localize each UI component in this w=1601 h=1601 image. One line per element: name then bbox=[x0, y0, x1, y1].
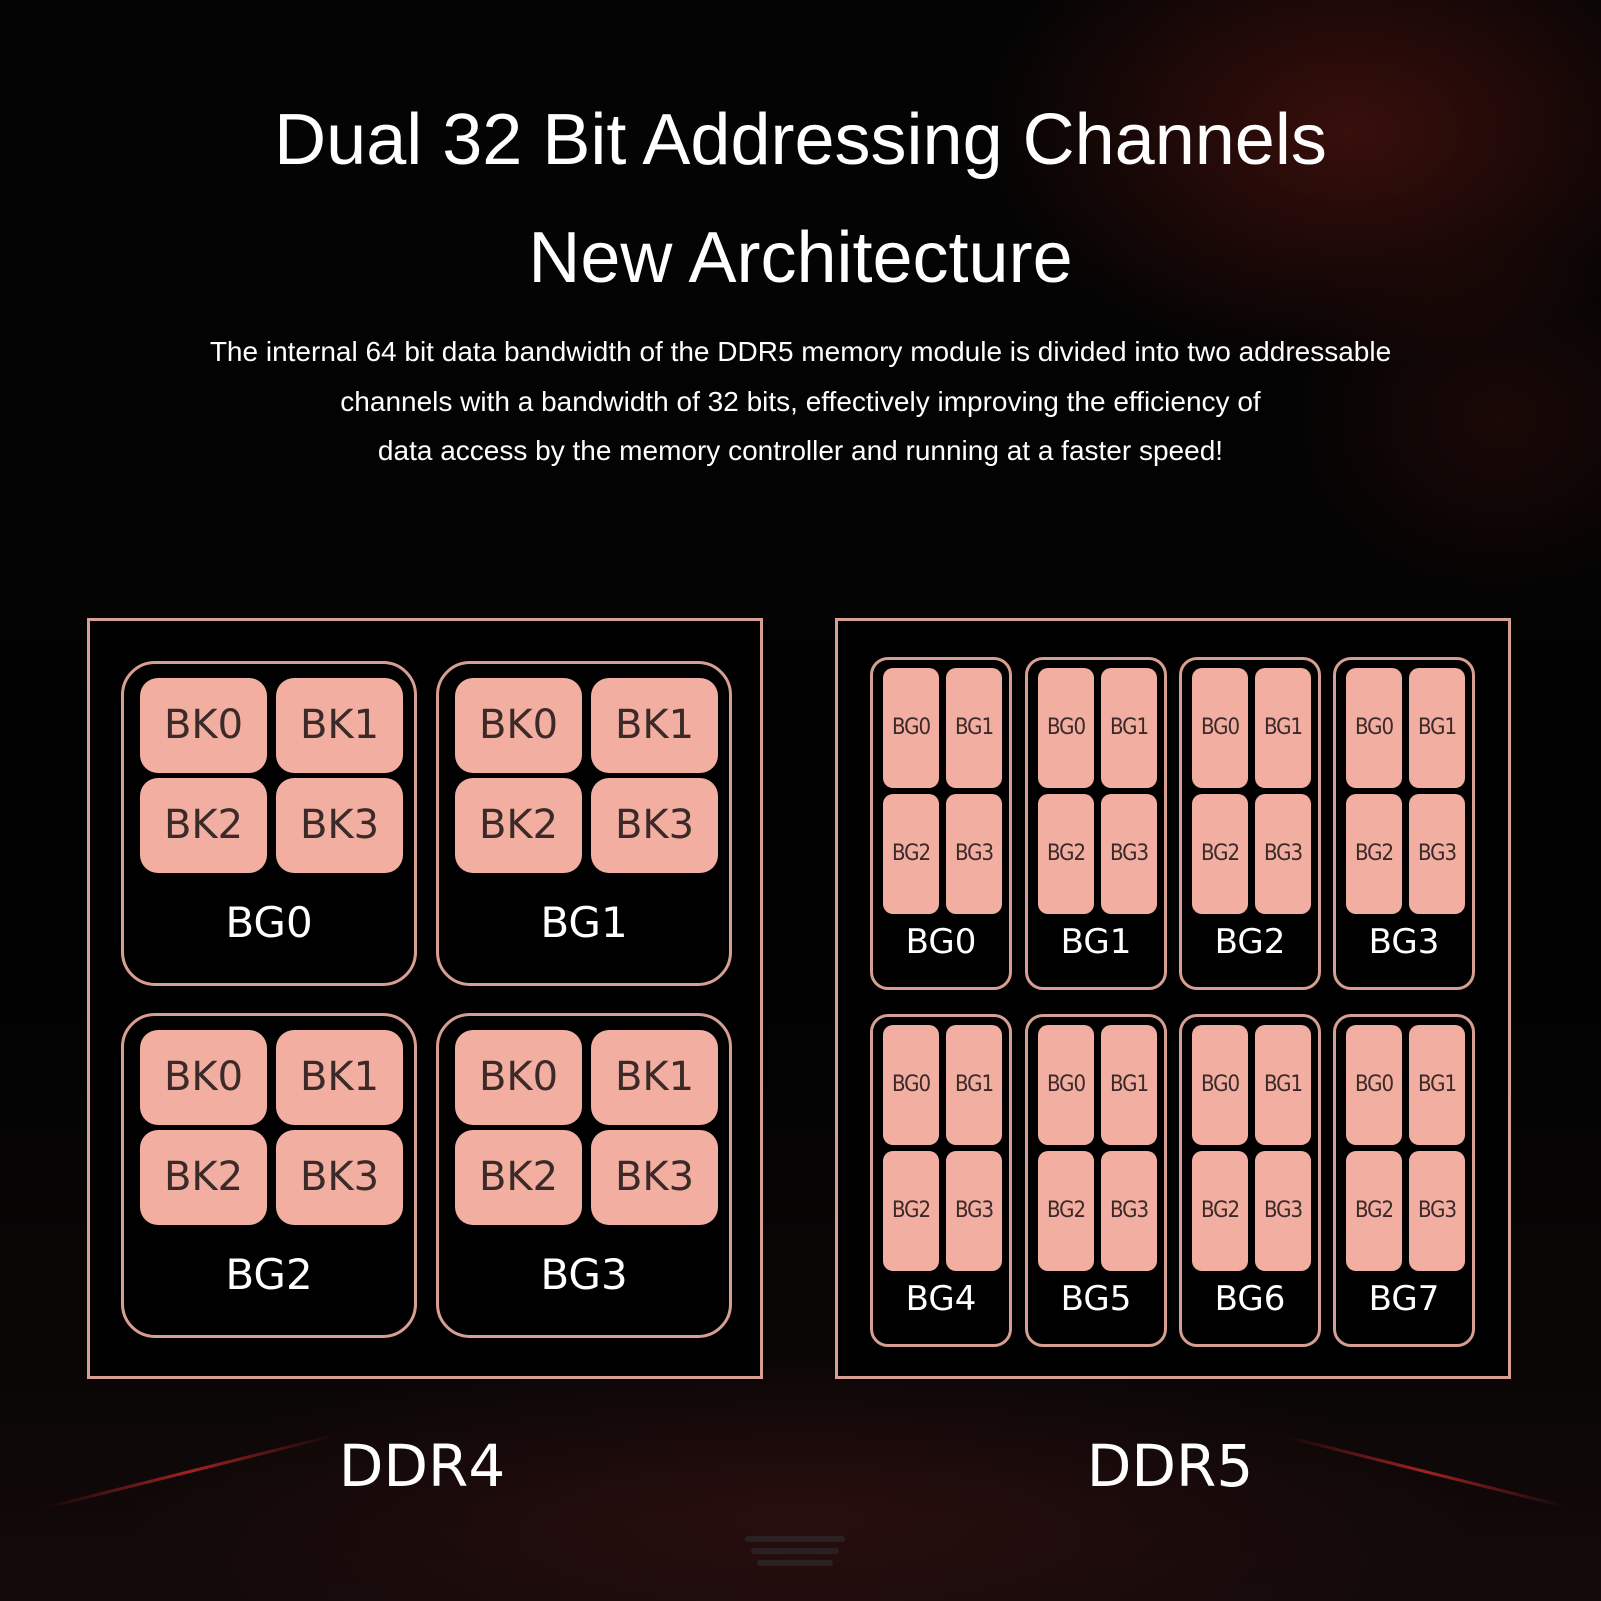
ddr4-bank: BK1 bbox=[276, 1030, 403, 1125]
ddr5-bank-group: BG0 BG1 BG2 BG3 BG5 bbox=[1025, 1014, 1167, 1347]
ddr5-bank-group: BG0 BG1 BG2 BG3 BG1 bbox=[1025, 657, 1167, 990]
ddr5-bank: BG1 bbox=[946, 1025, 1002, 1145]
ddr5-bank: BG1 bbox=[1409, 1025, 1465, 1145]
ddr5-bank: BG3 bbox=[1101, 794, 1157, 914]
ddr4-bank: BK2 bbox=[140, 1130, 267, 1225]
ddr5-bank-group-label: BG3 bbox=[1368, 922, 1440, 962]
ddr5-module: BG0 BG1 BG2 BG3 BG0 BG0 BG1 BG2 BG3 BG1 … bbox=[835, 618, 1511, 1379]
ddr5-bank: BG2 bbox=[883, 794, 939, 914]
ddr5-bank-group-label: BG2 bbox=[1214, 922, 1286, 962]
ddr5-bank: BG0 bbox=[883, 668, 939, 788]
ddr5-bank: BG2 bbox=[1192, 794, 1248, 914]
ddr4-bank: BK3 bbox=[591, 778, 718, 873]
ddr4-bank: BK3 bbox=[276, 1130, 403, 1225]
ddr4-bank: BK1 bbox=[591, 678, 718, 773]
ddr5-bank-group: BG0 BG1 BG2 BG3 BG7 bbox=[1333, 1014, 1475, 1347]
ddr5-bank: BG2 bbox=[1192, 1151, 1248, 1271]
ddr5-bank: BG3 bbox=[946, 1151, 1002, 1271]
ddr4-bank-group-label: BG1 bbox=[540, 898, 628, 947]
ddr4-bank: BK0 bbox=[140, 1030, 267, 1125]
ddr5-bank: BG2 bbox=[883, 1151, 939, 1271]
car-grille-decoration bbox=[745, 1536, 845, 1566]
ddr5-bank: BG0 bbox=[1038, 668, 1094, 788]
ddr5-bank: BG3 bbox=[1255, 794, 1311, 914]
ddr4-bank: BK1 bbox=[591, 1030, 718, 1125]
ddr4-bank: BK2 bbox=[140, 778, 267, 873]
ddr5-bank: BG3 bbox=[1101, 1151, 1157, 1271]
ddr4-bank: BK2 bbox=[455, 1130, 582, 1225]
ddr4-bank: BK3 bbox=[591, 1130, 718, 1225]
ddr4-bank-group-label: BG2 bbox=[225, 1250, 313, 1299]
ddr4-bank-group-label: BG3 bbox=[540, 1250, 628, 1299]
ddr5-bank: BG0 bbox=[1346, 1025, 1402, 1145]
ddr4-bank: BK1 bbox=[276, 678, 403, 773]
title-line-2: New Architecture bbox=[528, 218, 1073, 298]
ddr5-bank: BG2 bbox=[1346, 1151, 1402, 1271]
title-line-1: Dual 32 Bit Addressing Channels bbox=[274, 100, 1327, 180]
ddr5-bank: BG0 bbox=[883, 1025, 939, 1145]
description-line-1: The internal 64 bit data bandwidth of th… bbox=[209, 336, 1392, 367]
ddr5-bank: BG2 bbox=[1346, 794, 1402, 914]
ddr4-bank: BK0 bbox=[455, 1030, 582, 1125]
ddr5-bank-group-label: BG6 bbox=[1214, 1279, 1286, 1319]
ddr5-bank-group: BG0 BG1 BG2 BG3 BG6 bbox=[1179, 1014, 1321, 1347]
ddr4-label: DDR4 bbox=[338, 1432, 506, 1500]
ddr5-bank: BG0 bbox=[1346, 668, 1402, 788]
ddr4-bank: BK0 bbox=[140, 678, 267, 773]
ddr5-bank: BG1 bbox=[1101, 668, 1157, 788]
description-line-3: data access by the memory controller and… bbox=[377, 435, 1224, 466]
ddr5-bank: BG1 bbox=[1255, 1025, 1311, 1145]
ddr5-bank: BG3 bbox=[1409, 794, 1465, 914]
ddr4-bank-group: BK0 BK1 BK2 BK3 BG0 bbox=[121, 661, 417, 986]
ddr5-bank: BG3 bbox=[946, 794, 1002, 914]
ddr5-bank-group: BG0 BG1 BG2 BG3 BG4 bbox=[870, 1014, 1012, 1347]
ddr5-bank-group-label: BG1 bbox=[1060, 922, 1132, 962]
ddr5-label: DDR5 bbox=[1086, 1432, 1254, 1500]
ddr5-bank: BG2 bbox=[1038, 1151, 1094, 1271]
ddr5-bank: BG3 bbox=[1255, 1151, 1311, 1271]
ddr4-bank: BK3 bbox=[276, 778, 403, 873]
ddr5-bank-group: BG0 BG1 BG2 BG3 BG0 bbox=[870, 657, 1012, 990]
ddr5-bank: BG1 bbox=[1409, 668, 1465, 788]
ddr4-bank: BK0 bbox=[455, 678, 582, 773]
ddr5-bank-group: BG0 BG1 BG2 BG3 BG2 bbox=[1179, 657, 1321, 990]
ddr4-module: BK0 BK1 BK2 BK3 BG0 BK0 BK1 BK2 BK3 BG1 … bbox=[87, 618, 763, 1379]
ddr5-bank: BG3 bbox=[1409, 1151, 1465, 1271]
ddr5-bank: BG1 bbox=[1255, 668, 1311, 788]
ddr5-bank: BG0 bbox=[1192, 1025, 1248, 1145]
ddr4-bank-group: BK0 BK1 BK2 BK3 BG2 bbox=[121, 1013, 417, 1338]
ddr5-bank: BG1 bbox=[946, 668, 1002, 788]
ddr5-bank-group-label: BG5 bbox=[1060, 1279, 1132, 1319]
ddr5-bank-group-label: BG0 bbox=[905, 922, 977, 962]
ddr5-bank: BG1 bbox=[1101, 1025, 1157, 1145]
ddr5-bank: BG0 bbox=[1038, 1025, 1094, 1145]
ddr5-bank-group-label: BG4 bbox=[905, 1279, 977, 1319]
description-line-2: channels with a bandwidth of 32 bits, ef… bbox=[340, 386, 1261, 417]
ddr5-bank-group: BG0 BG1 BG2 BG3 BG3 bbox=[1333, 657, 1475, 990]
ddr4-bank: BK2 bbox=[455, 778, 582, 873]
ddr4-bank-group: BK0 BK1 BK2 BK3 BG3 bbox=[436, 1013, 732, 1338]
ddr5-bank: BG2 bbox=[1038, 794, 1094, 914]
ddr4-bank-group-label: BG0 bbox=[225, 898, 313, 947]
ddr5-bank-group-label: BG7 bbox=[1368, 1279, 1440, 1319]
ddr4-bank-group: BK0 BK1 BK2 BK3 BG1 bbox=[436, 661, 732, 986]
ddr5-bank: BG0 bbox=[1192, 668, 1248, 788]
